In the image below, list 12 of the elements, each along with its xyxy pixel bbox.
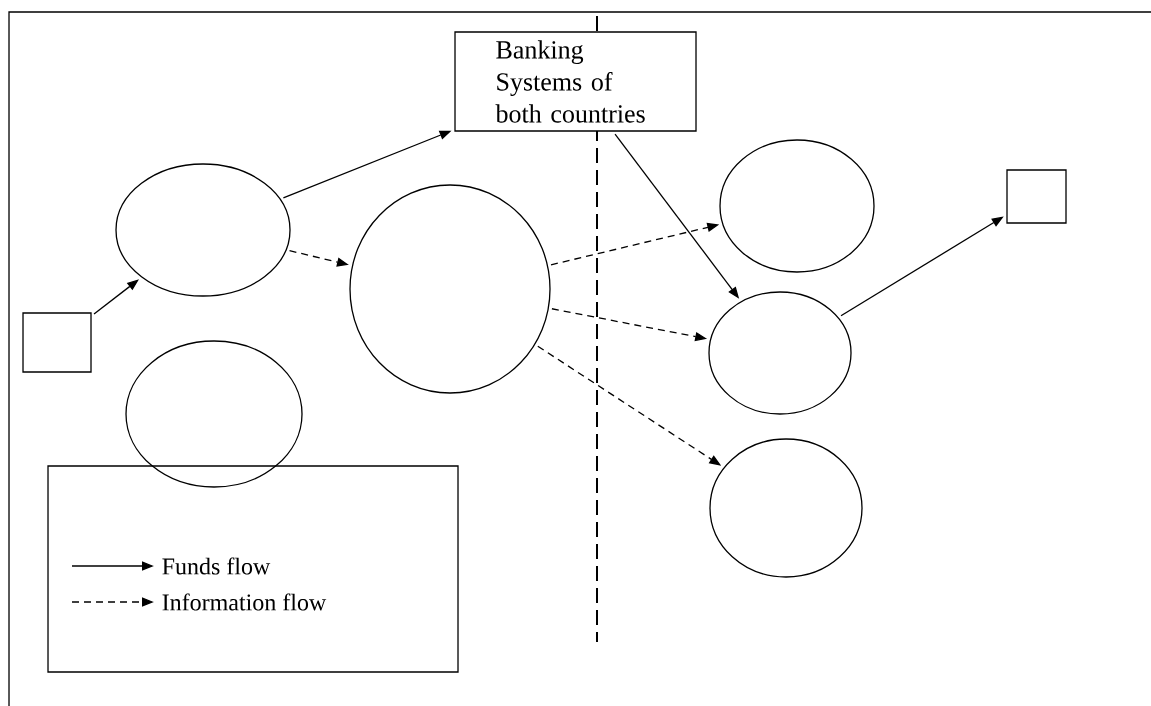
oval-shape	[125, 340, 303, 488]
process-box: Banking Systems of both countries	[454, 31, 697, 132]
square-box	[22, 312, 92, 373]
legend-label: Funds flow	[162, 557, 271, 575]
oval-shape	[349, 184, 551, 394]
oval-shape	[115, 163, 291, 297]
oval-shape	[709, 438, 863, 578]
square-box	[1006, 169, 1067, 224]
arrow	[93, 279, 139, 315]
oval-shape	[708, 291, 852, 415]
oval-shape	[719, 139, 875, 273]
legend-label: Information flow	[162, 593, 327, 611]
